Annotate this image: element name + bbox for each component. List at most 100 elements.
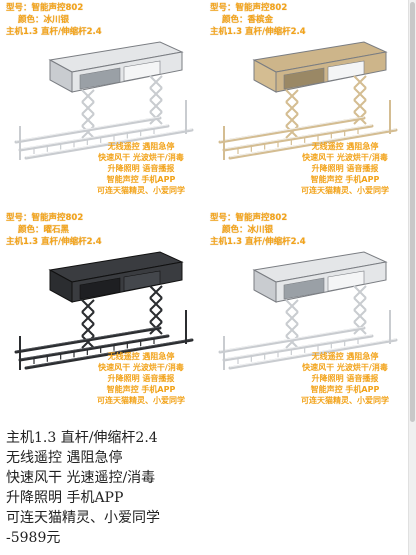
spec-overlay: 型号：智能声控802 颜色：香槟金 主机1.3 直杆/伸缩杆2.4 — [210, 2, 306, 38]
scissor-arm — [353, 87, 367, 101]
spec-overlay: 型号：智能声控802 颜色：冰川银 主机1.3 直杆/伸缩杆2.4 — [210, 212, 306, 248]
rod-highlight — [229, 128, 397, 158]
product-image-silver-2: 型号：智能声控802 颜色：冰川银 主机1.3 直杆/伸缩杆2.4 无线遥控 遇… — [204, 210, 408, 410]
lamp-panel — [283, 67, 325, 90]
description-line: 升降照明 手机APP — [6, 490, 124, 506]
feature-text: 可连天猫精灵、小爱同学 — [301, 396, 389, 405]
feature-text: 升降照明 语音播报 — [311, 164, 379, 173]
spec-text: 主机1.3 直杆/伸缩杆2.4 — [210, 27, 306, 37]
feature-text: 智能声控 手机APP — [106, 385, 176, 394]
model-text: 型号：智能声控802 — [210, 3, 288, 13]
scissor-arm — [81, 299, 95, 313]
rod-highlight — [15, 326, 161, 352]
feature-text: 智能声控 手机APP — [310, 175, 380, 184]
scrollbar-thumb[interactable] — [410, 2, 415, 422]
drying-rack-illustration — [14, 251, 194, 370]
drying-rack-illustration — [218, 251, 398, 370]
scissor-arm — [285, 299, 299, 313]
scissor-arm — [285, 89, 299, 103]
description-line: 无线遥控 遇阻急停 — [6, 450, 123, 466]
feature-text: 可连天猫精灵、小爱同学 — [301, 186, 389, 195]
hanging-rod — [218, 116, 366, 144]
feature-text: 无线遥控 遇阻急停 — [107, 352, 175, 361]
fan-vent — [327, 270, 365, 292]
scissor-arm — [285, 323, 299, 337]
feature-overlay: 无线遥控 遇阻急停 快速风干 光波烘干/消毒 升降照明 语音播报 智能声控 手机… — [86, 141, 196, 196]
drying-rack-illustration — [14, 41, 194, 160]
hanging-rod — [222, 124, 374, 152]
spec-overlay: 型号：智能声控802 颜色：冰川银 主机1.3 直杆/伸缩杆2.4 — [6, 2, 102, 38]
rod-highlight — [229, 338, 397, 368]
scissor-arm — [81, 323, 95, 337]
scissor-arm — [285, 101, 299, 115]
feature-text: 升降照明 语音播报 — [107, 374, 175, 383]
rod-highlight — [25, 338, 193, 368]
color-text: 颜色：冰川银 — [18, 15, 70, 25]
color-text: 颜色：冰川银 — [222, 225, 274, 235]
feature-text: 智能声控 手机APP — [106, 175, 176, 184]
lamp-panel — [79, 277, 121, 300]
description-line: 快速风干 光速遥控/消毒 — [6, 470, 156, 486]
feature-text: 无线遥控 遇阻急停 — [311, 142, 379, 151]
feature-overlay: 无线遥控 遇阻急停 快速风干 光波烘干/消毒 升降照明 语音播报 智能声控 手机… — [290, 351, 400, 406]
fan-vent — [123, 60, 161, 82]
fan-vent — [327, 60, 365, 82]
fan-vent — [123, 270, 161, 292]
rod-highlight — [219, 116, 365, 142]
feature-text: 智能声控 手机APP — [310, 385, 380, 394]
description-line: 可连天猫精灵、小爱同学 — [6, 510, 160, 526]
model-text: 型号：智能声控802 — [210, 213, 288, 223]
feature-text: 快速风干 光波烘干/消毒 — [302, 153, 388, 162]
scissor-arm — [353, 285, 367, 299]
scissor-arm — [353, 309, 367, 323]
scissor-arm — [149, 297, 163, 311]
feature-text: 快速风干 光波烘干/消毒 — [98, 363, 184, 372]
hanging-rod — [14, 326, 162, 354]
scissor-arm — [149, 309, 163, 323]
page-scrollbar[interactable] — [408, 0, 416, 555]
hanging-rod — [18, 124, 170, 152]
product-image-gold: 型号：智能声控802 颜色：香槟金 主机1.3 直杆/伸缩杆2.4 无线遥控 遇… — [204, 0, 408, 200]
model-text: 型号：智能声控802 — [6, 213, 84, 223]
scissor-arm — [81, 89, 95, 103]
scissor-arm — [81, 101, 95, 115]
spec-text: 主机1.3 直杆/伸缩杆2.4 — [210, 237, 306, 247]
scissor-arm — [149, 75, 163, 89]
scissor-arm — [353, 99, 367, 113]
feature-text: 快速风干 光波烘干/消毒 — [302, 363, 388, 372]
hanging-rod — [24, 128, 194, 160]
feature-text: 无线遥控 遇阻急停 — [107, 142, 175, 151]
feature-text: 可连天猫精灵、小爱同学 — [97, 186, 185, 195]
color-text: 颜色：曜石黑 — [18, 225, 70, 235]
hanging-rod — [228, 128, 398, 160]
lamp-panel — [283, 277, 325, 300]
rod-highlight — [219, 326, 365, 352]
feature-text: 快速风干 光波烘干/消毒 — [98, 153, 184, 162]
spec-text: 主机1.3 直杆/伸缩杆2.4 — [6, 27, 102, 37]
scissor-arm — [285, 311, 299, 325]
scissor-arm — [149, 285, 163, 299]
feature-overlay: 无线遥控 遇阻急停 快速风干 光波烘干/消毒 升降照明 语音播报 智能声控 手机… — [290, 141, 400, 196]
hanging-rod — [14, 116, 162, 144]
spec-overlay: 型号：智能声控802 颜色：曜石黑 主机1.3 直杆/伸缩杆2.4 — [6, 212, 102, 248]
rod-highlight — [15, 116, 161, 142]
feature-overlay: 无线遥控 遇阻急停 快速风干 光波烘干/消毒 升降照明 语音播报 智能声控 手机… — [86, 351, 196, 406]
scissor-arm — [81, 311, 95, 325]
lamp-panel — [79, 67, 121, 90]
hanging-rod — [24, 338, 194, 370]
scissor-arm — [353, 297, 367, 311]
scissor-arm — [285, 113, 299, 127]
hanging-rod — [18, 334, 170, 362]
color-text: 颜色：香槟金 — [222, 15, 274, 25]
scissor-arm — [353, 75, 367, 89]
scissor-arm — [149, 87, 163, 101]
feature-text: 升降照明 语音播报 — [107, 164, 175, 173]
rod-highlight — [25, 128, 193, 158]
hanging-rod — [218, 326, 366, 354]
feature-text: 可连天猫精灵、小爱同学 — [97, 396, 185, 405]
rod-highlight — [223, 334, 373, 360]
feature-text: 无线遥控 遇阻急停 — [311, 352, 379, 361]
product-image-black: 型号：智能声控802 颜色：曜石黑 主机1.3 直杆/伸缩杆2.4 无线遥控 遇… — [0, 210, 204, 410]
rod-highlight — [19, 124, 169, 150]
drying-rack-illustration — [218, 41, 398, 160]
